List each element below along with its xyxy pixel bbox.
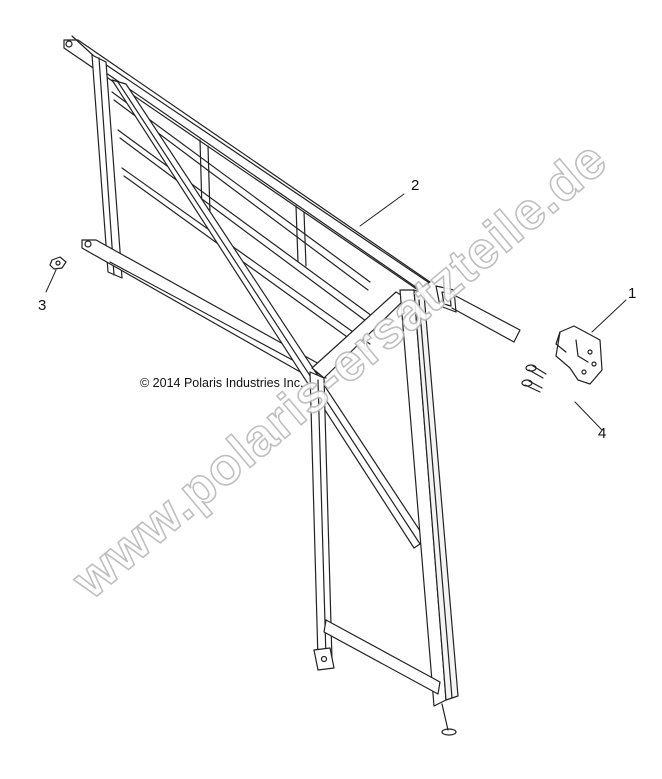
nut xyxy=(49,256,67,270)
copyright-notice: © 2014 Polaris Industries Inc. xyxy=(140,376,304,390)
latch-bracket xyxy=(555,325,603,385)
strap-buckle xyxy=(435,285,521,343)
callout-1: 1 xyxy=(628,285,637,302)
callout-4: 4 xyxy=(598,425,607,442)
callout-3: 3 xyxy=(38,297,47,314)
left-post xyxy=(91,54,123,279)
right-frame xyxy=(309,289,459,736)
callout-2: 2 xyxy=(411,177,420,194)
top-rail xyxy=(63,35,431,291)
bolts xyxy=(521,364,547,393)
leader-lines xyxy=(45,193,627,431)
